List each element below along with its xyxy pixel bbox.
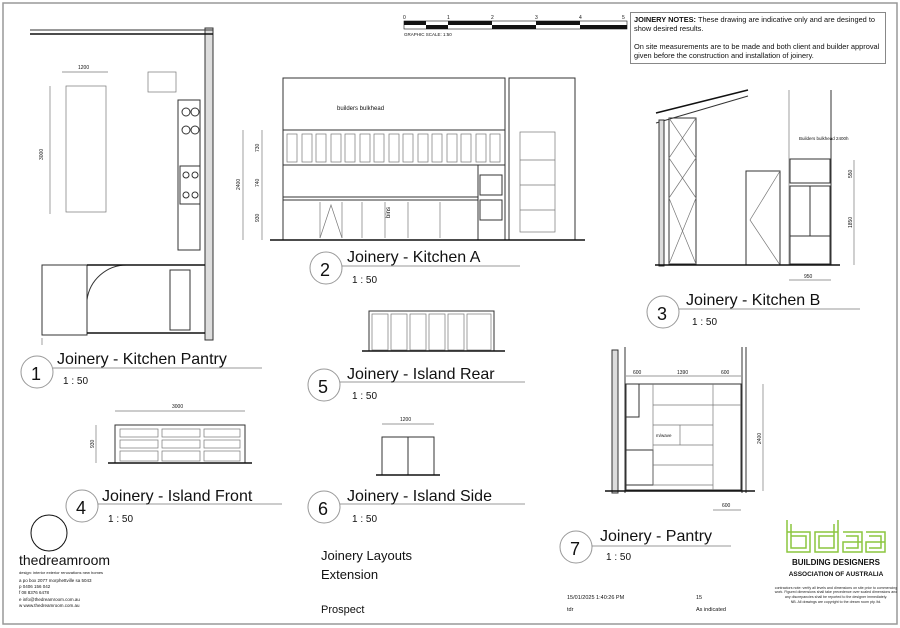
dim-label: 740 [255, 178, 261, 187]
notes-line-1: These drawing are indicative only and ar… [634, 15, 876, 33]
dim-label: 2400 [757, 433, 763, 444]
dim-label: 600 [722, 503, 731, 509]
dim-label: 1200 [78, 65, 89, 71]
company-name: thedreamroom [19, 552, 110, 568]
view-title: Joinery - Island Side [347, 488, 492, 505]
view-scale: 1 : 50 [606, 552, 631, 563]
project-title-line-2: Extension [321, 567, 378, 582]
view-6-island-side: 1200 6 Joinery - Island Side 1 : 50 [307, 417, 525, 525]
dim-label: 2400 [236, 179, 242, 190]
dim-label: 1200 [400, 417, 411, 423]
dim-label: 930 [90, 439, 96, 448]
bdaa-line-2: ASSOCIATION OF AUSTRALIA [789, 571, 884, 578]
contractors-note-text: contractors note: verify all levels and … [774, 586, 898, 599]
scale-tick-5: 5 [622, 15, 625, 21]
view-number: 2 [320, 260, 330, 280]
contractors-note: contractors note: verify all levels and … [774, 586, 898, 605]
view-title: Joinery - Kitchen Pantry [57, 351, 227, 368]
view-number: 1 [31, 364, 41, 384]
sheet-info: 15/01/2025 1:40:26 PM 15 tdr As indicate… [567, 595, 726, 613]
dim-label: 1850 [848, 217, 854, 228]
view-7-pantry-elevation: 600 1390 600 m/wave 2400 600 7 Joinery -… [559, 347, 764, 564]
company-fax: f 08 8376 6478 [19, 590, 50, 595]
view-number: 7 [570, 539, 580, 559]
bulkhead-label: Builders bulkhead 2400h [799, 136, 849, 141]
notes-heading: JOINERY NOTES: [634, 15, 697, 24]
view-title: Joinery - Island Front [102, 488, 253, 505]
scale-tick-0: 0 [403, 15, 406, 21]
company-phone: p 0406 156 042 [19, 584, 51, 589]
project-block: Joinery Layouts Extension Prospect [321, 548, 413, 616]
sheet-number: 15 [696, 595, 702, 601]
company-tagline: design: interior exterior renovations ne… [19, 570, 103, 575]
company-address: a po box 2077 morphettville sa 5043 [19, 578, 92, 583]
dim-label: 600 [721, 370, 730, 376]
company-logo-circle [30, 514, 68, 552]
view-scale: 1 : 50 [352, 391, 377, 402]
view-scale: 1 : 50 [63, 376, 88, 387]
view-scale: 1 : 50 [108, 514, 133, 525]
company-web: w www.thedreamroom.com.au [19, 603, 80, 608]
dim-label: 3000 [172, 404, 183, 410]
view-scale: 1 : 50 [692, 317, 717, 328]
company-block: thedreamroom design: interior exterior r… [19, 514, 110, 608]
project-title-line-1: Joinery Layouts [321, 548, 413, 563]
sheet-datetime: 15/01/2025 1:40:26 PM [567, 595, 625, 601]
scale-tick-1: 1 [447, 15, 450, 21]
microwave-label: m/wave [656, 433, 672, 438]
view-number: 4 [76, 498, 86, 518]
dim-label: 600 [633, 370, 642, 376]
dim-label: 950 [804, 274, 813, 280]
bulkhead-label: builders bulkhead [337, 106, 384, 112]
view-5-island-rear: 5 Joinery - Island Rear 1 : 50 [307, 310, 525, 402]
view-title: Joinery - Kitchen A [347, 249, 481, 266]
copyright-note: NB. All drawings are copyright to the dr… [790, 600, 882, 605]
scale-tick-2: 2 [491, 15, 494, 21]
graphic-scale-bar: 0 1 2 3 4 5 GRAPHIC SCALE: 1:50 [403, 15, 628, 37]
view-title: Joinery - Kitchen B [686, 292, 820, 309]
sheet-scale: As indicated [696, 607, 726, 613]
view-3-kitchen-b-elevation: Builders bulkhead 2400h 550 1850 950 3 J… [646, 89, 860, 329]
dim-label: 930 [255, 213, 261, 222]
view-number: 5 [318, 377, 328, 397]
scale-tick-3: 3 [535, 15, 538, 21]
bdaa-logo [786, 520, 886, 553]
dim-label: 730 [255, 143, 261, 152]
company-email: e info@thedreamroom.com.au [19, 597, 80, 602]
view-title: Joinery - Pantry [600, 528, 712, 545]
drawn-by: tdr [567, 607, 574, 613]
dim-label: 550 [848, 169, 854, 178]
dim-label: 1390 [677, 370, 688, 376]
view-2-kitchen-a-elevation: builders bulkhead bins 2400 730 740 930 … [236, 77, 585, 286]
notes-line-2: On site measurements are to be made and … [634, 42, 880, 60]
project-location: Prospect [321, 604, 364, 616]
view-number: 6 [318, 499, 328, 519]
view-1-kitchen-pantry-plan: 1200 3000 1 Joinery - Kitchen Pantry 1 :… [20, 27, 262, 389]
bdaa-line-1: BUILDING DESIGNERS [792, 558, 881, 567]
view-number: 3 [657, 304, 667, 324]
joinery-notes: JOINERY NOTES: These drawing are indicat… [630, 12, 886, 64]
dim-label: 3000 [39, 149, 45, 160]
view-title: Joinery - Island Rear [347, 366, 495, 383]
view-4-island-front: 3000 930 4 Joinery - Island Front 1 : 50 [65, 404, 282, 525]
scale-tick-4: 4 [579, 15, 582, 21]
view-scale: 1 : 50 [352, 275, 377, 286]
scale-label: GRAPHIC SCALE: 1:50 [404, 32, 452, 37]
bdaa-block: BUILDING DESIGNERS ASSOCIATION OF AUSTRA… [786, 520, 886, 578]
bins-label: bins [386, 207, 392, 218]
view-scale: 1 : 50 [352, 514, 377, 525]
